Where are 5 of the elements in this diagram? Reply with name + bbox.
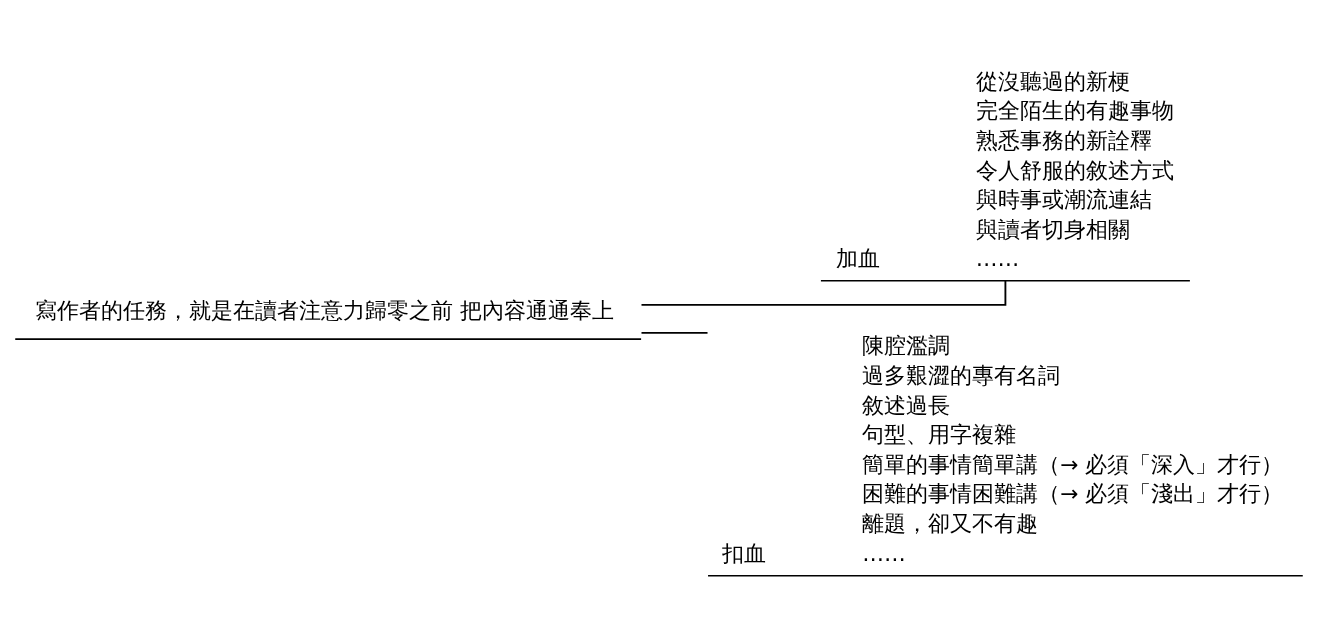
node-text: 寫作者的任務，就是在讀者注意力歸零之前 把內容通通奉上 xyxy=(35,297,615,323)
connector xyxy=(640,279,1007,306)
node-text: 加血 從沒聽過的新梗 完全陌生的有趣事物 熟悉事務的新詮釋 令人舒服的敘述方式 與時事或潮流連結 與讀者切身相關 …… xyxy=(835,68,1174,271)
connector xyxy=(640,331,709,334)
node-text: 扣血 陳腔濫調 過多艱澀的專有名詞 敘述過長 句型、用字複雜 簡單的事情簡單講（→ 必須「深入」才行） 困難的事情困難講（→ 必須「淺出」才行） 離題，卻又不有趣 …… xyxy=(722,332,1284,566)
